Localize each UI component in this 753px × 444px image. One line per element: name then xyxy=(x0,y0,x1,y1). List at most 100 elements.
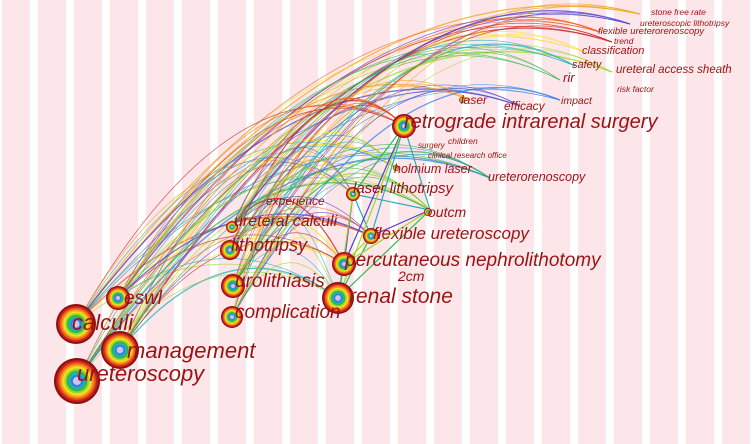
node-center xyxy=(427,211,429,213)
node-center xyxy=(395,167,397,169)
label-ureteral-access-sheath: ureteral access sheath xyxy=(616,64,732,76)
node-center xyxy=(116,346,124,354)
node-flexible-ureteroscopy[interactable] xyxy=(363,228,379,244)
link xyxy=(231,48,613,318)
link xyxy=(343,209,431,265)
label-clinical-research-office: clinical research office xyxy=(428,151,507,160)
label-children: children xyxy=(448,136,478,146)
label-surgery: surgery xyxy=(418,141,446,150)
node-center xyxy=(369,234,373,238)
link xyxy=(231,47,561,228)
label-efficacy: efficacy xyxy=(504,99,546,113)
stripe xyxy=(506,0,534,444)
link xyxy=(231,141,397,318)
link xyxy=(231,80,471,228)
node-center xyxy=(230,283,236,289)
stripe xyxy=(2,0,30,444)
link xyxy=(75,154,491,325)
label-classification: classification xyxy=(582,45,644,57)
label-outcm: outcm xyxy=(428,204,466,220)
link xyxy=(76,157,491,382)
link xyxy=(231,5,641,318)
node-center xyxy=(230,315,234,319)
stripe xyxy=(650,0,678,444)
link xyxy=(117,174,431,299)
node-laser-lithotripsy[interactable] xyxy=(346,187,360,201)
stripe xyxy=(470,0,498,444)
link xyxy=(117,12,631,299)
stripe xyxy=(254,0,282,444)
node-calculi[interactable] xyxy=(56,304,96,344)
link xyxy=(343,125,405,265)
link xyxy=(76,36,586,382)
node-complication[interactable] xyxy=(221,306,243,328)
label-complication: complication xyxy=(235,302,341,323)
label-safety: safety xyxy=(572,59,603,71)
node-lithotripsy[interactable] xyxy=(220,240,240,260)
link xyxy=(403,125,431,211)
link xyxy=(75,177,431,325)
label-calculi: calculi xyxy=(72,310,134,335)
link xyxy=(231,10,631,228)
node-outcm[interactable] xyxy=(424,208,432,216)
label-rir: rir xyxy=(563,70,575,85)
link xyxy=(231,237,345,318)
node-retrograde-intrarenal-surgery[interactable] xyxy=(392,114,416,138)
stripe xyxy=(542,0,570,444)
node-ureteroscopy[interactable] xyxy=(54,358,100,404)
label-eswl: eswl xyxy=(124,288,163,309)
label-holmium-laser: holmium laser xyxy=(394,162,473,176)
link xyxy=(119,162,354,351)
stripe xyxy=(686,0,714,444)
link xyxy=(352,125,405,195)
link xyxy=(231,215,372,318)
link xyxy=(231,154,491,318)
node-center xyxy=(461,99,463,101)
link xyxy=(75,160,354,325)
node-ureteral-calculi[interactable] xyxy=(226,221,238,233)
label-flexible-ureterorenoscopy: flexible ureterorenoscopy xyxy=(598,26,705,37)
link xyxy=(231,146,354,228)
node-urolithiasis[interactable] xyxy=(221,274,245,298)
link xyxy=(117,52,561,299)
node-laser[interactable] xyxy=(459,97,465,103)
link xyxy=(231,132,397,228)
label-laser-lithotripsy: laser lithotripsy xyxy=(353,180,455,197)
link xyxy=(119,267,339,351)
label-renal-stone: renal stone xyxy=(349,285,453,308)
node-eswl[interactable] xyxy=(106,286,130,310)
link xyxy=(231,22,613,228)
node-center xyxy=(341,261,347,267)
link xyxy=(337,209,431,299)
label-2cm: 2cm xyxy=(397,268,425,284)
link xyxy=(231,104,405,318)
link xyxy=(75,34,586,325)
link xyxy=(117,234,345,299)
node-center xyxy=(72,320,80,328)
link xyxy=(232,150,491,287)
link xyxy=(231,196,372,237)
link xyxy=(117,139,397,299)
link xyxy=(231,197,345,265)
keyword-labels: stone free rate ureteroscopic lithotrips… xyxy=(72,7,732,386)
link xyxy=(117,213,372,299)
stripe xyxy=(578,0,606,444)
node-center xyxy=(401,123,407,129)
keyword-nodes xyxy=(54,97,465,404)
link xyxy=(231,34,586,318)
link xyxy=(231,199,339,299)
node-percutaneous-nephrolithotomy[interactable] xyxy=(332,252,356,276)
stripe xyxy=(110,0,138,444)
link xyxy=(370,125,405,237)
label-ureteroscopy: ureteroscopy xyxy=(77,361,206,386)
node-management[interactable] xyxy=(101,331,139,369)
link xyxy=(231,159,354,318)
link xyxy=(370,209,431,237)
link xyxy=(119,46,576,351)
node-holmium-laser[interactable] xyxy=(393,165,399,171)
label-lithotripsy: lithotripsy xyxy=(231,235,308,255)
link xyxy=(232,12,631,287)
node-center xyxy=(228,248,232,252)
node-renal-stone[interactable] xyxy=(322,282,354,314)
label-percutaneous-nephrolithotomy: percutaneous nephrolithotomy xyxy=(344,250,602,271)
